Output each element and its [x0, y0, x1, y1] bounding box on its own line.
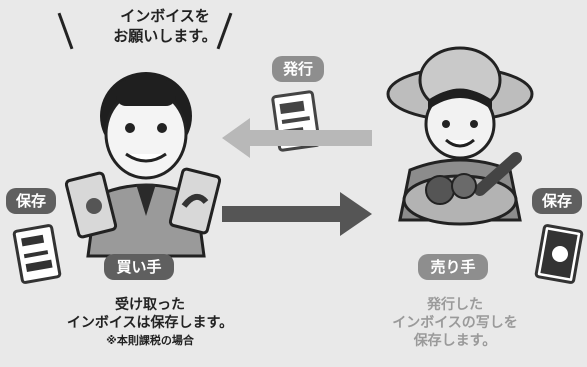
buyer-role-label: 買い手	[104, 254, 174, 280]
seller-saved-invoice-icon	[534, 224, 584, 284]
seller-caption-line-2: インボイスの写しを	[392, 315, 518, 331]
buyer-save-badge: 保存	[6, 188, 56, 214]
arrow-to-seller	[222, 192, 372, 236]
seller-caption: 発行した インボイスの写しを 保存します。	[340, 296, 570, 350]
speech-line-1: インボイスを	[120, 7, 210, 25]
buyer-caption-line-1: 受け取った	[115, 297, 185, 313]
arrow-to-buyer	[222, 118, 372, 158]
buyer-figure	[64, 72, 222, 258]
issue-badge: 発行	[272, 56, 324, 82]
buyer-caption-note: ※本則課税の場合	[106, 334, 194, 347]
seller-caption-line-1: 発行した	[427, 297, 483, 313]
seller-role-label: 売り手	[418, 254, 488, 280]
seller-figure	[386, 46, 534, 226]
seller-save-badge: 保存	[532, 188, 582, 214]
buyer-saved-invoice-icon	[12, 224, 62, 284]
buyer-caption: 受け取った インボイスは保存します。 ※本則課税の場合	[20, 296, 280, 350]
speech-line-2: お願いします。	[113, 27, 217, 45]
buyer-speech: インボイスを お願いします。	[57, 6, 270, 50]
buyer-caption-line-2: インボイスは保存します。	[66, 315, 234, 331]
seller-caption-line-3: 保存します。	[413, 333, 497, 349]
